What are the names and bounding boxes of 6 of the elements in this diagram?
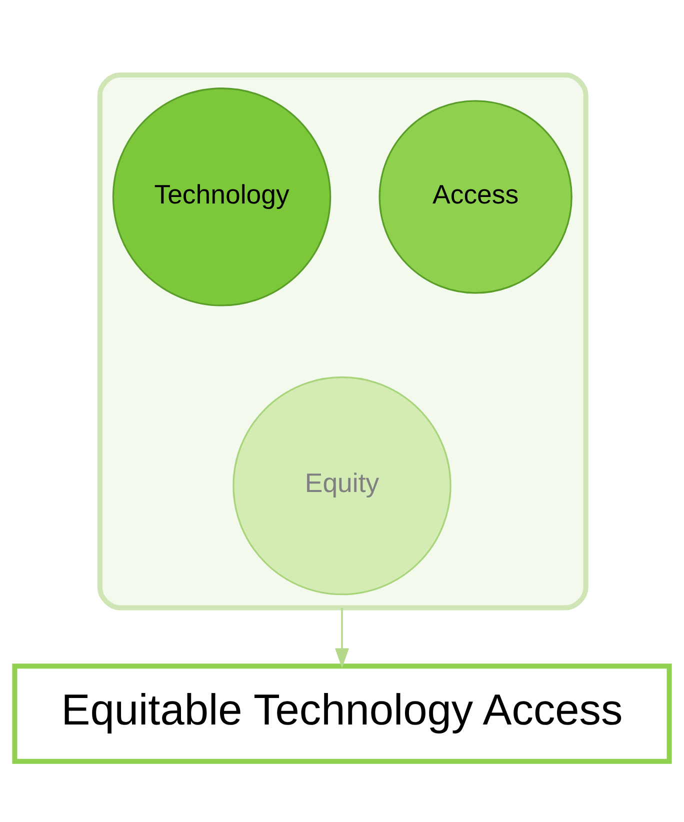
node-circle: Access	[378, 100, 572, 294]
node-circle: Technology	[112, 87, 332, 306]
cluster	[97, 72, 588, 610]
node-box: Equitable Technology Access	[12, 663, 672, 764]
arrow	[334, 607, 350, 668]
node-circle: Equity	[232, 376, 452, 595]
